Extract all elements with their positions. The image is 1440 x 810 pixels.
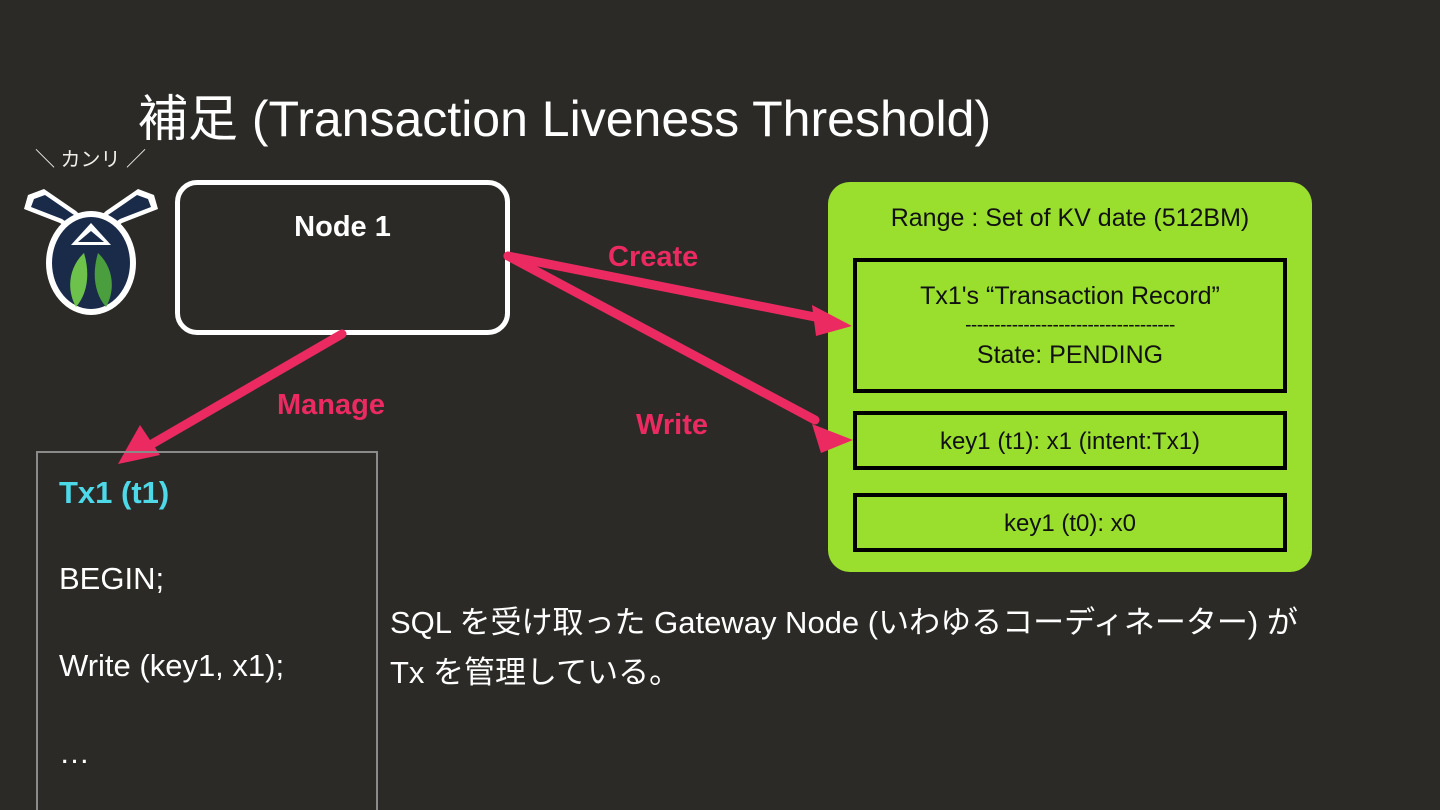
node1-box: Node 1 [175, 180, 510, 335]
transaction-record-separator: ------------------------------------ [965, 315, 1175, 336]
kv-intent-box: key1 (t1): x1 (intent:Tx1) [853, 411, 1287, 470]
transaction-line-write: Write (key1, x1); [59, 648, 285, 683]
caption-line-2: Tx を管理している。 [390, 655, 681, 690]
cockroachdb-logo-icon [14, 181, 169, 316]
kv-base-text: key1 (t0): x0 [1003, 510, 1137, 537]
kv-intent-text: key1 (t1): x1 (intent:Tx1) [939, 428, 1201, 455]
transaction-code-box: Tx1 (t1) BEGIN; Write (key1, x1); … [36, 451, 378, 810]
transaction-title: Tx1 (t1) [59, 475, 170, 510]
transaction-record-title: Tx1's “Transaction Record” [920, 282, 1220, 310]
transaction-line-begin: BEGIN; [59, 561, 165, 596]
kanri-label: ＼ カンリ ／ [34, 149, 147, 171]
kv-base-box: key1 (t0): x0 [853, 493, 1287, 552]
caption-line-1: SQL を受け取った Gateway Node (いわゆるコーディネーター) が [390, 605, 1298, 640]
transaction-record-state: State: PENDING [976, 341, 1164, 369]
create-arrow-label: Create [608, 241, 699, 273]
transaction-record-box: Tx1's “Transaction Record” -------------… [853, 258, 1287, 393]
range-title: Range : Set of KV date (512BM) [890, 204, 1250, 232]
caption: SQL を受け取った Gateway Node (いわゆるコーディネーター) が… [390, 598, 1410, 698]
transaction-line-ellipsis: … [59, 735, 90, 770]
range-box: Range : Set of KV date (512BM) Tx1's “Tr… [828, 182, 1312, 572]
write-arrow-label: Write [636, 409, 708, 441]
page-title: 補足 (Transaction Liveness Threshold) [138, 91, 992, 147]
manage-arrow-label: Manage [277, 389, 385, 421]
logo-block: ＼ カンリ ／ [8, 148, 173, 318]
node1-label: Node 1 [294, 211, 391, 243]
